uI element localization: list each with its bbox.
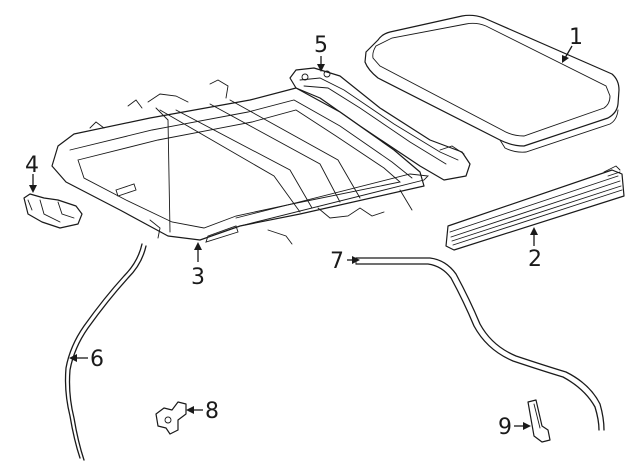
callout-7: 7 bbox=[330, 249, 344, 274]
callout-4: 4 bbox=[25, 153, 39, 178]
drain-hose-right-part bbox=[355, 257, 605, 431]
guide-strip-part bbox=[445, 165, 625, 251]
callout-6: 6 bbox=[90, 347, 104, 372]
drain-hose-left-part bbox=[64, 243, 147, 461]
glass-panel-part bbox=[364, 14, 620, 153]
callout-1: 1 bbox=[569, 25, 583, 50]
bracket-part bbox=[527, 399, 551, 443]
sunroof-frame-part bbox=[51, 79, 429, 245]
motor-part bbox=[23, 193, 83, 229]
callout-5: 5 bbox=[314, 33, 328, 58]
callout-leaders bbox=[29, 45, 573, 430]
clip-part bbox=[155, 401, 187, 435]
callout-2: 2 bbox=[528, 247, 542, 272]
callout-8: 8 bbox=[205, 399, 219, 424]
callout-9: 9 bbox=[498, 415, 512, 440]
callout-3: 3 bbox=[191, 265, 205, 290]
guide-rail-part bbox=[289, 67, 471, 181]
